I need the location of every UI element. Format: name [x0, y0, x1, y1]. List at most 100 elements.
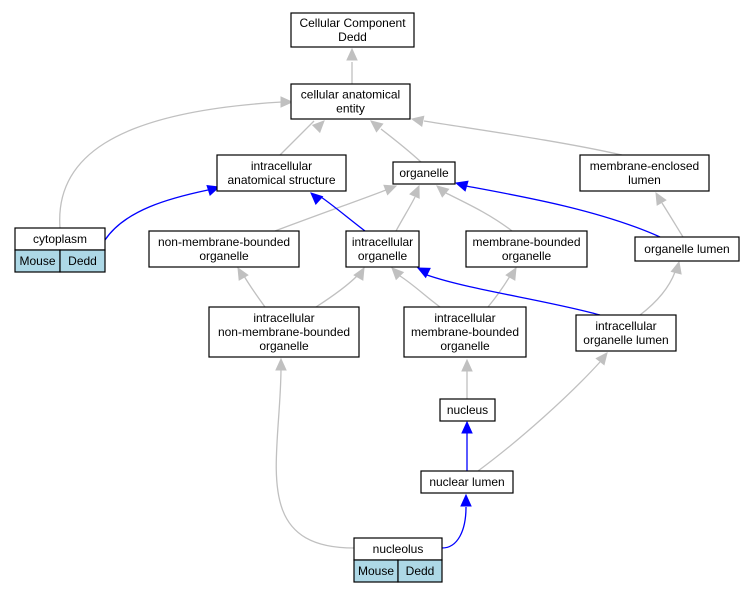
edge-nuclear-lumen-to-intracellular-organelle-lumen: [477, 361, 601, 472]
edge-cellular-anatomical-entity-to-cellular-component-arrowhead: [346, 47, 358, 61]
node-intracellular-membrane-bounded-organelle-label-line-2: membrane-bounded: [411, 325, 519, 339]
node-intracellular-non-membrane-bounded-organelle-label-line-1: intracellular: [253, 311, 314, 325]
node-organelle-label-line-1: organelle: [399, 166, 449, 180]
edge-non-membrane-bounded-organelle-to-organelle: [274, 189, 387, 232]
node-membrane-bounded-organelle-label-line-2: organelle: [502, 249, 552, 263]
node-cellular-component-label-line-2: Dedd: [338, 30, 367, 44]
node-organelle-lumen[interactable]: organelle lumen: [634, 236, 740, 262]
node-nucleolus-tag-dedd: Dedd: [406, 564, 435, 578]
edge-membrane-bounded-organelle-to-organelle: [445, 192, 513, 232]
node-cytoplasm-tag-dedd: Dedd: [68, 254, 97, 268]
edge-intracellular-organelle-to-organelle: [395, 196, 416, 232]
edge-intracellular-organelle-to-intracellular-anatomical-structure: [320, 196, 366, 232]
node-non-membrane-bounded-organelle-box: [148, 230, 300, 268]
node-intracellular-membrane-bounded-organelle-label-line-3: organelle: [440, 339, 490, 353]
node-non-membrane-bounded-organelle-label-line-2: organelle: [199, 249, 249, 263]
edges-layer: [59, 47, 684, 549]
node-nucleus-label-line-1: nucleus: [447, 403, 488, 417]
node-cellular-component-box: [290, 12, 415, 48]
edge-intracellular-organelle-to-organelle-arrowhead: [409, 184, 420, 199]
edge-intracellular-membrane-bounded-organelle-to-intracellular-organelle-arrowhead: [391, 267, 405, 281]
edge-intracellular-anatomical-structure-to-cellular-anatomical-entity-arrowhead: [311, 120, 325, 134]
node-intracellular-non-membrane-bounded-organelle-box: [208, 306, 360, 358]
node-membrane-enclosed-lumen-label-line-1: membrane-enclosed: [590, 159, 699, 173]
node-intracellular-organelle-label-line-1: intracellular: [352, 235, 413, 249]
edge-membrane-bounded-organelle-to-organelle-arrowhead: [436, 185, 450, 198]
node-nuclear-lumen[interactable]: nuclear lumen: [420, 470, 514, 494]
node-intracellular-anatomical-structure-label-line-2: anatomical structure: [227, 173, 335, 187]
node-membrane-bounded-organelle-box: [465, 230, 588, 268]
edge-intracellular-non-membrane-bounded-organelle-to-intracellular-organelle: [315, 275, 358, 308]
edge-nucleus-to-intracellular-membrane-bounded-organelle-arrowhead: [461, 358, 473, 372]
edge-nuclear-lumen-to-intracellular-organelle-lumen-arrowhead: [595, 352, 608, 366]
edge-intracellular-membrane-bounded-organelle-to-membrane-bounded-organelle-arrowhead: [505, 266, 517, 281]
edge-intracellular-organelle-lumen-to-organelle-lumen-arrowhead: [670, 260, 682, 275]
node-intracellular-membrane-bounded-organelle-box: [403, 306, 527, 358]
node-intracellular-organelle-label-line-2: organelle: [358, 249, 408, 263]
edge-intracellular-membrane-bounded-organelle-to-membrane-bounded-organelle: [487, 275, 511, 308]
edge-intracellular-non-membrane-bounded-organelle-to-non-membrane-bounded-organelle-arrowhead: [237, 266, 249, 281]
node-non-membrane-bounded-organelle-label-line-1: non-membrane-bounded: [158, 235, 290, 249]
edge-cytoplasm-to-intracellular-anatomical-structure-arrowhead: [206, 184, 221, 196]
node-nuclear-lumen-box: [420, 470, 514, 494]
edge-nuclear-lumen-to-nucleus-arrowhead: [461, 420, 473, 434]
node-intracellular-non-membrane-bounded-organelle-label-line-2: non-membrane-bounded: [218, 325, 350, 339]
node-nucleolus-tag-mouse: Mouse: [358, 564, 394, 578]
edge-nucleolus-to-intracellular-non-membrane-bounded-organelle-arrowhead: [275, 357, 287, 371]
node-nucleus-box: [439, 398, 496, 422]
edge-organelle-lumen-to-organelle: [465, 185, 661, 238]
edge-cytoplasm-to-intracellular-anatomical-structure: [104, 189, 209, 241]
node-organelle-lumen-box: [634, 236, 740, 262]
node-intracellular-non-membrane-bounded-organelle-label-line-3: organelle: [259, 339, 309, 353]
node-intracellular-anatomical-structure-label-line-1: intracellular: [251, 159, 312, 173]
node-intracellular-anatomical-structure-box: [216, 154, 347, 192]
edge-intracellular-anatomical-structure-to-cellular-anatomical-entity: [279, 120, 315, 156]
edge-cytoplasm-to-cellular-anatomical-entity: [59, 101, 283, 229]
node-membrane-enclosed-lumen-label-line-2: lumen: [628, 173, 661, 187]
node-organelle-box: [392, 161, 456, 185]
edge-intracellular-organelle-lumen-to-intracellular-organelle-arrowhead: [416, 267, 431, 279]
edge-nucleolus-to-nuclear-lumen-arrowhead: [460, 493, 472, 507]
node-cellular-anatomical-entity-label-line-2: entity: [336, 102, 365, 116]
node-intracellular-organelle-lumen-label-line-2: organelle lumen: [583, 333, 668, 347]
node-cytoplasm-tag-mouse: Mouse: [19, 254, 55, 268]
node-membrane-bounded-organelle-label-line-1: membrane-bounded: [472, 235, 580, 249]
edge-membrane-enclosed-lumen-to-cellular-anatomical-entity: [423, 120, 623, 156]
node-intracellular-non-membrane-bounded-organelle[interactable]: intracellularnon-membrane-boundedorganel…: [208, 306, 360, 358]
edge-organelle-lumen-to-membrane-enclosed-lumen-arrowhead: [655, 191, 667, 206]
node-membrane-enclosed-lumen-box: [579, 154, 710, 192]
node-cellular-anatomical-entity-box: [290, 83, 411, 120]
node-nucleolus-tag-dedd-box: [397, 559, 443, 583]
node-intracellular-organelle-box: [345, 230, 420, 268]
edge-intracellular-organelle-lumen-to-organelle-lumen: [639, 271, 676, 316]
node-intracellular-organelle-lumen-box: [575, 314, 677, 352]
node-intracellular-organelle-lumen-label-line-1: intracellular: [595, 319, 656, 333]
edge-cytoplasm-to-cellular-anatomical-entity-arrowhead: [280, 96, 294, 108]
node-cellular-anatomical-entity-label-line-1: cellular anatomical: [301, 88, 400, 102]
edge-nucleolus-to-intracellular-non-membrane-bounded-organelle: [275, 369, 355, 549]
node-organelle-lumen-label-line-1: organelle lumen: [644, 242, 729, 256]
node-nuclear-lumen-label-line-1: nuclear lumen: [429, 475, 504, 489]
edge-organelle-lumen-to-organelle-arrowhead: [454, 180, 469, 192]
node-organelle[interactable]: organelle: [392, 161, 456, 185]
node-cellular-component-label-line-1: Cellular Component: [299, 16, 406, 30]
node-nucleus[interactable]: nucleus: [439, 398, 496, 422]
node-intracellular-membrane-bounded-organelle-label-line-1: intracellular: [434, 311, 495, 325]
edge-organelle-to-cellular-anatomical-entity-arrowhead: [370, 120, 384, 133]
edge-membrane-enclosed-lumen-to-cellular-anatomical-entity-arrowhead: [410, 115, 425, 127]
edge-intracellular-non-membrane-bounded-organelle-to-non-membrane-bounded-organelle: [243, 275, 266, 308]
edge-intracellular-organelle-to-intracellular-anatomical-structure-arrowhead: [310, 192, 324, 205]
